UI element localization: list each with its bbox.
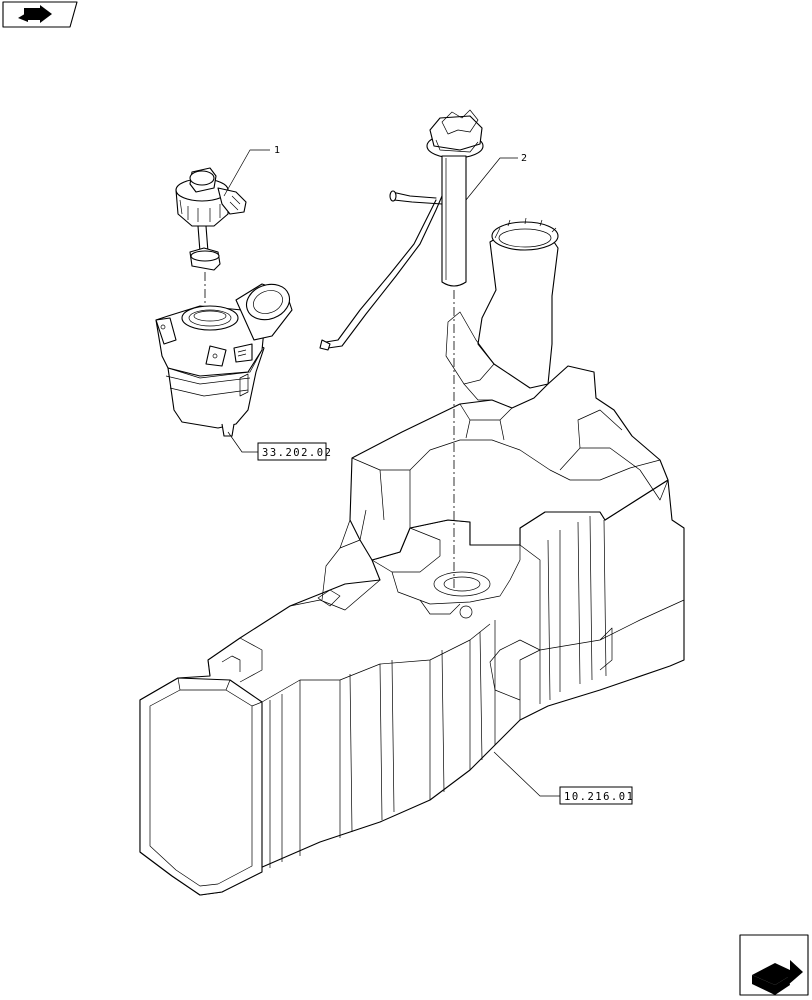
assembly-centerlines bbox=[204, 272, 455, 590]
reference-33-202-02[interactable]: 33.202.02 bbox=[227, 431, 332, 461]
callout-1[interactable]: 1 bbox=[223, 145, 281, 197]
reference-10-216-01-label: 10.216.01 bbox=[564, 791, 634, 803]
fuel-tank bbox=[139, 217, 685, 896]
reservoir-cap-sensor bbox=[175, 167, 247, 271]
next-page-arrow-icon[interactable] bbox=[739, 934, 809, 996]
reference-10-216-01[interactable]: 10.216.01 bbox=[493, 751, 634, 805]
book-arrow-icon[interactable] bbox=[2, 1, 78, 28]
callout-2[interactable]: 2 bbox=[465, 153, 528, 201]
callout-1-label: 1 bbox=[274, 145, 281, 156]
fuel-level-sender bbox=[319, 109, 484, 351]
reference-33-202-02-label: 33.202.02 bbox=[262, 447, 332, 459]
coolant-reservoir bbox=[155, 283, 293, 437]
callout-2-label: 2 bbox=[521, 153, 528, 164]
